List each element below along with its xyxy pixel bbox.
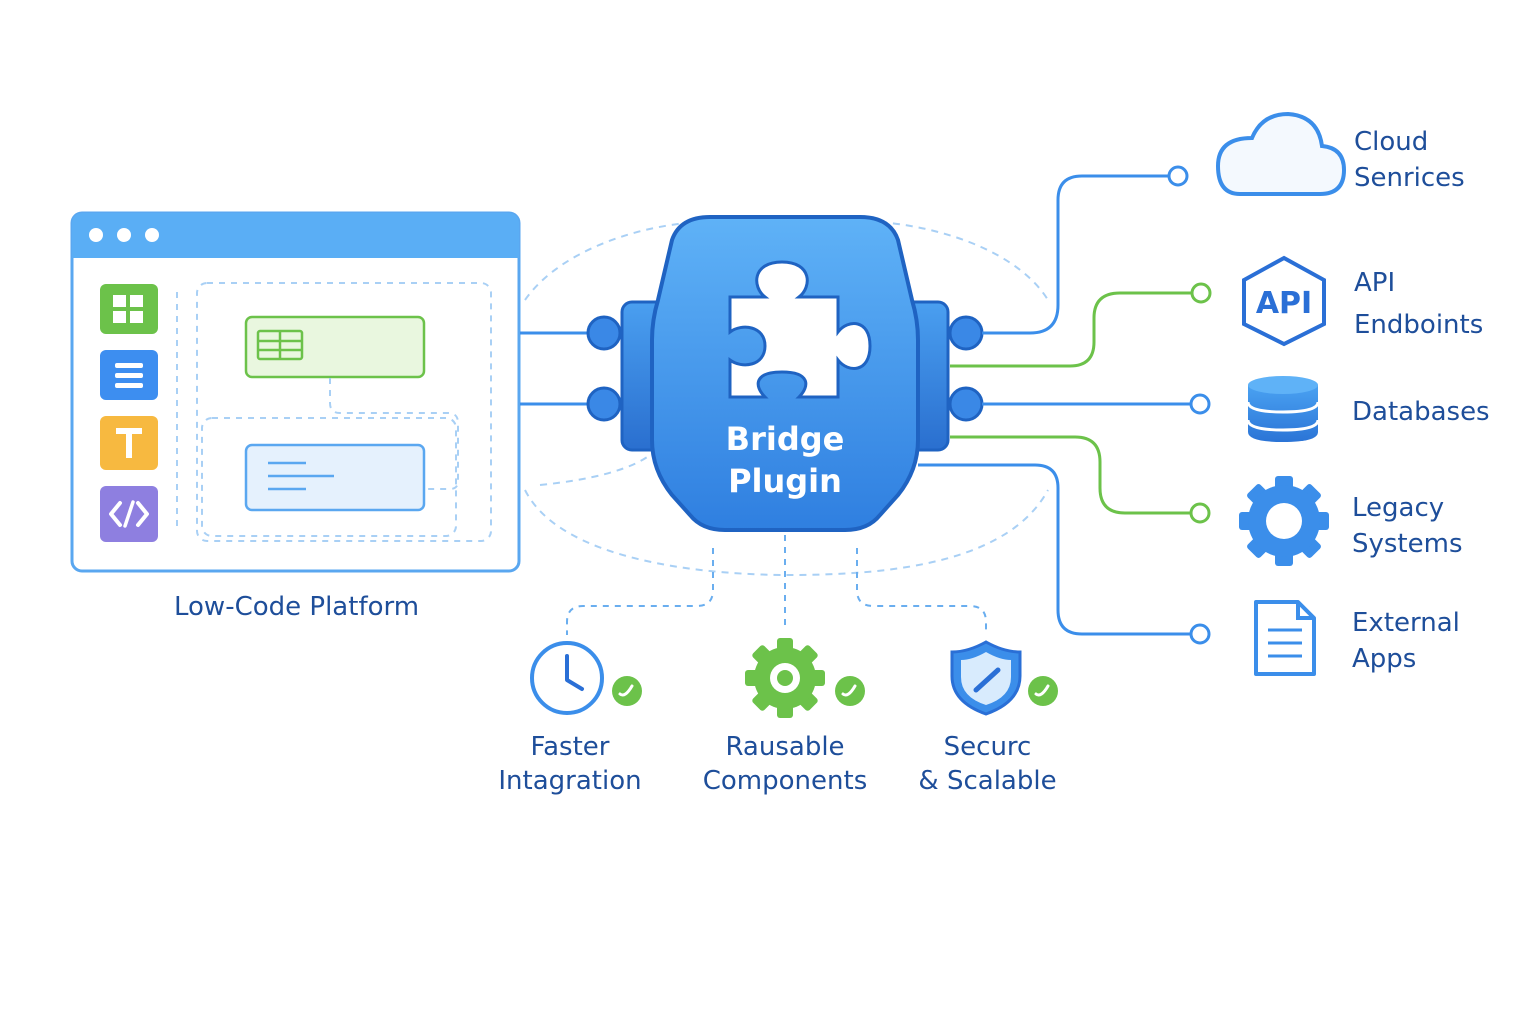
window-dot-icon[interactable] [89, 228, 103, 242]
low-code-platform-window [70, 211, 521, 573]
service-label-line: Cloud [1354, 127, 1429, 157]
check-badge-icon [612, 676, 642, 706]
service-label-line: Senrices [1354, 163, 1465, 193]
check-badge-icon [835, 676, 865, 706]
toolbox-code-icon[interactable] [100, 486, 158, 542]
service-label-databases: Databases [1352, 394, 1490, 430]
platform-connectors [520, 331, 600, 406]
service-connectors [918, 174, 1193, 636]
canvas-component-text[interactable] [244, 443, 426, 512]
benefit-label-line: Securc [943, 732, 1032, 762]
benefit-label-line: Faster [530, 732, 610, 762]
orbit-ellipse [524, 221, 1049, 577]
plugin-title: Bridge Plugin [685, 418, 885, 502]
api-icon: API [1242, 255, 1326, 347]
service-label-line: Systems [1352, 529, 1463, 559]
plugin-title-line1: Bridge [725, 420, 845, 458]
platform-label: Low-Code Platform [174, 592, 420, 622]
check-badge-icon [1028, 676, 1058, 706]
service-label-api: API Endboints [1354, 262, 1483, 346]
service-label-line: Databases [1352, 397, 1490, 427]
canvas-component-table[interactable] [244, 315, 426, 379]
benefit-label-faster: Faster Intagration [470, 730, 670, 798]
gear-icon [1239, 476, 1329, 566]
benefit-connectors [566, 535, 987, 635]
bridge-plugin[interactable] [586, 215, 984, 532]
window-dot-icon[interactable] [117, 228, 131, 242]
gear-icon [745, 638, 825, 718]
service-label-line: Apps [1352, 644, 1417, 674]
puzzle-piece-icon [728, 260, 872, 399]
benefit-label-line: & Scalable [918, 766, 1057, 796]
benefit-label-line: Intagration [498, 766, 642, 796]
toolbox-list-icon[interactable] [100, 350, 158, 400]
service-label-line: Endboints [1354, 310, 1484, 340]
toolbox-grid-icon[interactable] [100, 284, 158, 334]
benefit-label-line: Rausable [725, 732, 845, 762]
window-dot-icon[interactable] [145, 228, 159, 242]
service-label-legacy: Legacy Systems [1352, 490, 1463, 562]
benefit-label-reusable: Rausable Components [675, 730, 895, 798]
clock-icon [530, 641, 604, 715]
document-icon [1254, 600, 1316, 676]
service-label-line: Legacy [1352, 493, 1445, 523]
service-label-cloud: Cloud Senrices [1354, 124, 1465, 196]
cloud-icon [1215, 111, 1347, 196]
shield-icon [950, 640, 1022, 716]
database-icon [1246, 376, 1320, 442]
service-label-external: External Apps [1352, 605, 1460, 677]
service-label-line: API [1354, 268, 1396, 298]
toolbox-text-icon[interactable] [100, 416, 158, 470]
benefit-label-line: Components [702, 766, 868, 796]
svg-text:API: API [1256, 286, 1312, 321]
connector-ports[interactable] [1167, 165, 1212, 645]
plugin-title-line2: Plugin [728, 462, 842, 500]
benefit-label-secure: Securc & Scalable [880, 730, 1095, 798]
service-label-line: External [1352, 608, 1460, 638]
